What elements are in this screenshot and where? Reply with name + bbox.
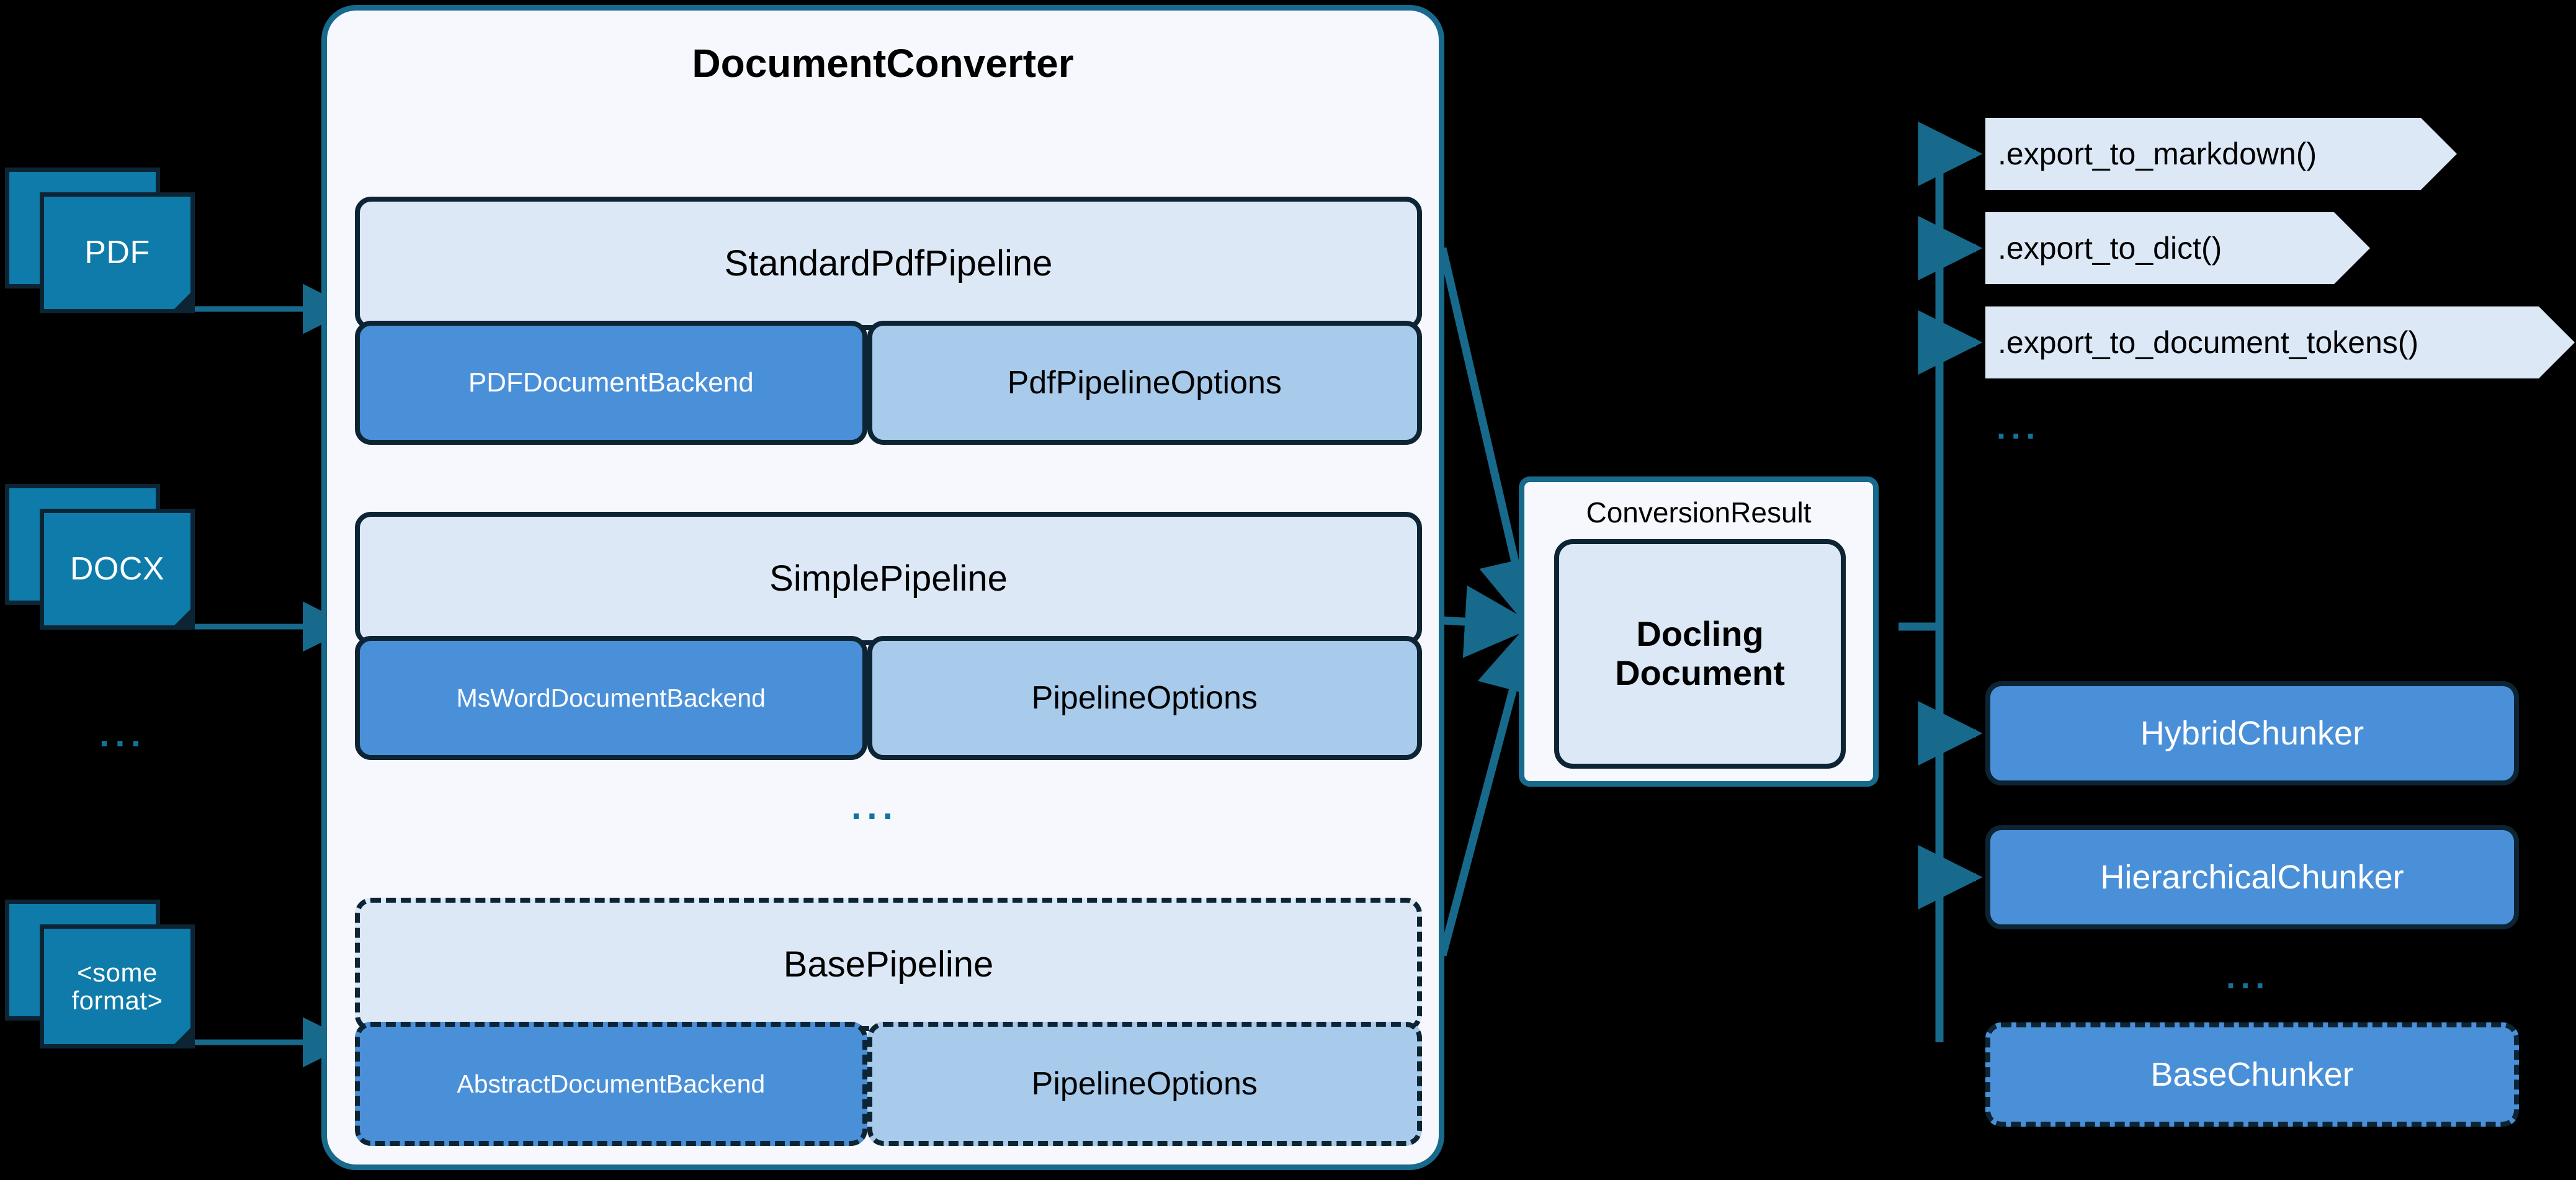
pipeline-header-simple[interactable]: SimplePipeline bbox=[355, 512, 1422, 645]
pipeline-options-pipelineoptions[interactable]: PipelineOptions bbox=[867, 636, 1422, 760]
document-converter-panel: DocumentConverter StandardPdfPipeline PD… bbox=[321, 5, 1444, 1170]
pipeline-components-row: MsWordDocumentBackend PipelineOptions bbox=[355, 636, 1422, 760]
input-label-docx: DOCX bbox=[69, 551, 165, 588]
conversion-result-panel: ConversionResult Docling Document bbox=[1519, 476, 1879, 787]
docling-document-line2: Document bbox=[1615, 653, 1785, 692]
docling-document-box[interactable]: Docling Document bbox=[1554, 539, 1846, 769]
export-chevron-dict[interactable]: .export_to_dict() bbox=[1985, 212, 2370, 284]
pipeline-to-result-connectors bbox=[1438, 247, 1550, 957]
page-fold-corner bbox=[170, 288, 195, 313]
document-converter-title: DocumentConverter bbox=[692, 41, 1074, 86]
inputs-ellipsis: ... bbox=[99, 714, 147, 754]
export-chevron-markdown[interactable]: .export_to_markdown() bbox=[1985, 118, 2457, 190]
converter-ellipsis: ... bbox=[851, 787, 899, 827]
pipeline-backend-abstractdocumentbackend[interactable]: AbstractDocumentBackend bbox=[355, 1022, 867, 1146]
pipeline-backend-pdfdocumentbackend[interactable]: PDFDocumentBackend bbox=[355, 321, 867, 445]
chunker-hierarchical[interactable]: HierarchicalChunker bbox=[1985, 825, 2519, 929]
input-label-line2: format> bbox=[71, 986, 163, 1015]
conversion-result-title: ConversionResult bbox=[1586, 496, 1812, 529]
chunker-label: BaseChunker bbox=[2150, 1056, 2354, 1093]
pipeline-components-row: AbstractDocumentBackend PipelineOptions bbox=[355, 1022, 1422, 1146]
pipeline-header-base[interactable]: BasePipeline bbox=[355, 898, 1422, 1031]
chunker-label: HierarchicalChunker bbox=[2100, 859, 2404, 896]
export-label: .export_to_dict() bbox=[1998, 231, 2222, 266]
options-label: PdfPipelineOptions bbox=[1007, 365, 1282, 401]
options-label: PipelineOptions bbox=[1031, 1066, 1258, 1102]
pipeline-group-simple[interactable]: SimplePipeline MsWordDocumentBackend Pip… bbox=[355, 512, 1422, 760]
exports-ellipsis: ... bbox=[1997, 409, 2041, 446]
pipeline-components-row: PDFDocumentBackend PdfPipelineOptions bbox=[355, 321, 1422, 445]
page-front-sheet: DOCX bbox=[40, 509, 195, 630]
pipeline-group-base[interactable]: BasePipeline AbstractDocumentBackend Pip… bbox=[355, 898, 1422, 1146]
result-to-outputs-connectors bbox=[1898, 122, 1983, 1042]
pipeline-name-label: BasePipeline bbox=[783, 944, 994, 985]
export-label: .export_to_document_tokens() bbox=[1998, 325, 2419, 360]
page-front-sheet: <some format> bbox=[40, 924, 195, 1048]
pipeline-name-label: StandardPdfPipeline bbox=[724, 243, 1053, 284]
input-label-pdf: PDF bbox=[84, 235, 150, 271]
pipeline-options-pdfpipelineoptions[interactable]: PdfPipelineOptions bbox=[867, 321, 1422, 445]
page-fold-corner bbox=[170, 1024, 195, 1048]
backend-label: AbstractDocumentBackend bbox=[457, 1069, 766, 1098]
chunkers-ellipsis: ... bbox=[2226, 959, 2270, 996]
options-label: PipelineOptions bbox=[1031, 680, 1258, 716]
pipeline-header-standard-pdf[interactable]: StandardPdfPipeline bbox=[355, 197, 1422, 330]
input-icon-docx[interactable]: DOCX bbox=[5, 484, 210, 630]
pipeline-name-label: SimplePipeline bbox=[769, 558, 1008, 599]
docling-document-line1: Docling bbox=[1636, 614, 1764, 654]
input-label-line1: <some bbox=[77, 957, 158, 987]
export-label: .export_to_markdown() bbox=[1998, 136, 2317, 171]
backend-label: MsWordDocumentBackend bbox=[456, 683, 766, 712]
chunker-label: HybridChunker bbox=[2140, 715, 2364, 752]
backend-label: PDFDocumentBackend bbox=[468, 367, 754, 398]
pipeline-options-pipelineoptions-base[interactable]: PipelineOptions bbox=[867, 1022, 1422, 1146]
chunker-hybrid[interactable]: HybridChunker bbox=[1985, 681, 2519, 785]
pipeline-backend-msworddocumentbackend[interactable]: MsWordDocumentBackend bbox=[355, 636, 867, 760]
export-chevron-document-tokens[interactable]: .export_to_document_tokens() bbox=[1985, 306, 2575, 378]
input-label-some-format: <some format> bbox=[71, 957, 163, 1015]
chunker-base[interactable]: BaseChunker bbox=[1985, 1022, 2519, 1127]
page-front-sheet: PDF bbox=[40, 192, 195, 313]
page-fold-corner bbox=[170, 605, 195, 630]
pipeline-group-standard-pdf[interactable]: StandardPdfPipeline PDFDocumentBackend P… bbox=[355, 197, 1422, 445]
input-icon-pdf[interactable]: PDF bbox=[5, 168, 210, 313]
input-icon-some-format[interactable]: <some format> bbox=[5, 900, 210, 1048]
